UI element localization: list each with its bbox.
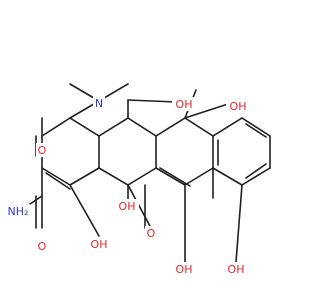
svg-text:N: N: [95, 97, 103, 110]
atom-label-oh-5: OH: [172, 97, 196, 111]
atom-label-phenol: OH: [224, 262, 248, 276]
bond: [184, 167, 214, 186]
bond: [98, 167, 129, 186]
atom-label-enol-c: OH: [172, 262, 196, 276]
atom-label-keto-a: O: [36, 143, 48, 157]
bond: [41, 117, 71, 137]
bond: [45, 172, 71, 190]
svg-text:OH: OH: [119, 200, 136, 213]
bond: [69, 184, 100, 237]
atom-label-amide-o: O: [36, 239, 48, 253]
bond: [155, 117, 186, 137]
svg-text:OH: OH: [228, 263, 245, 276]
atom-label-keto-b: O: [145, 226, 157, 240]
bond: [127, 99, 177, 103]
bond: [159, 167, 191, 187]
molecule-structure: N O NH₂ O OH OH O: [6, 83, 271, 276]
atom-label-oh-6: OH: [226, 99, 250, 113]
bond: [41, 167, 71, 186]
bond: [245, 163, 267, 179]
atom-label-nh2: NH₂: [6, 204, 30, 218]
bond: [241, 167, 271, 186]
bond: [127, 167, 157, 186]
bond: [212, 167, 243, 186]
bond: [98, 117, 129, 137]
svg-text:O: O: [147, 227, 156, 240]
atom-label-nme2: N: [93, 96, 105, 110]
svg-text:OH: OH: [230, 100, 247, 113]
atom-label-enol-a: OH: [87, 237, 111, 251]
bond: [184, 103, 229, 119]
atom-label-junction-oh: OH: [115, 199, 139, 213]
atom-label-layer: N O NH₂ O OH OH O: [6, 96, 250, 276]
svg-text:O: O: [38, 240, 47, 253]
svg-text:O: O: [38, 144, 47, 157]
bond: [241, 117, 271, 137]
bond: [184, 117, 214, 137]
svg-text:OH: OH: [176, 98, 193, 111]
bond: [155, 167, 186, 186]
svg-text:OH: OH: [176, 263, 193, 276]
bond: [212, 117, 243, 137]
svg-text:OH: OH: [91, 238, 108, 251]
bond: [69, 117, 100, 137]
bond: [69, 167, 100, 186]
svg-text:NH₂: NH₂: [8, 205, 29, 218]
structure-canvas: N O NH₂ O OH OH O: [6, 83, 271, 276]
bond: [235, 184, 243, 263]
bond: [245, 123, 267, 138]
bond: [127, 184, 152, 229]
bond: [127, 117, 157, 137]
